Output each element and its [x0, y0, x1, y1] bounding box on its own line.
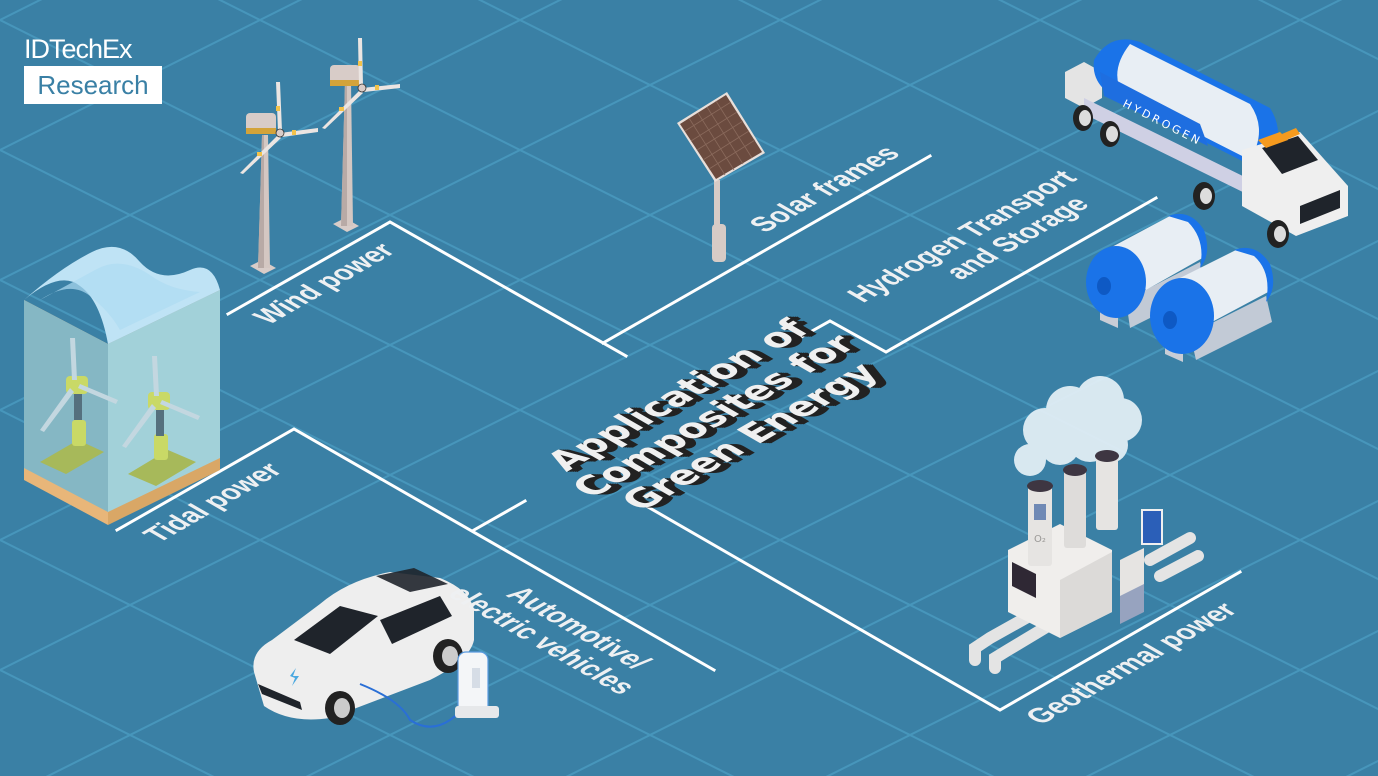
idtechex-logo: IDTechEx Research — [24, 34, 162, 104]
connector-solar — [600, 153, 933, 346]
connector-hydrogen — [793, 195, 1159, 354]
storage-tank — [1150, 247, 1274, 362]
o2-label: O₂ — [1034, 534, 1046, 545]
logo-research-box: Research — [24, 66, 162, 104]
connector-tidal — [114, 427, 717, 673]
connector-automotive-branch — [471, 498, 528, 533]
logo-research-text: Research — [37, 70, 149, 100]
logo-brand-name: IDTechEx — [24, 34, 133, 64]
connector-geothermal — [645, 504, 1243, 712]
connector-wind — [225, 220, 629, 359]
